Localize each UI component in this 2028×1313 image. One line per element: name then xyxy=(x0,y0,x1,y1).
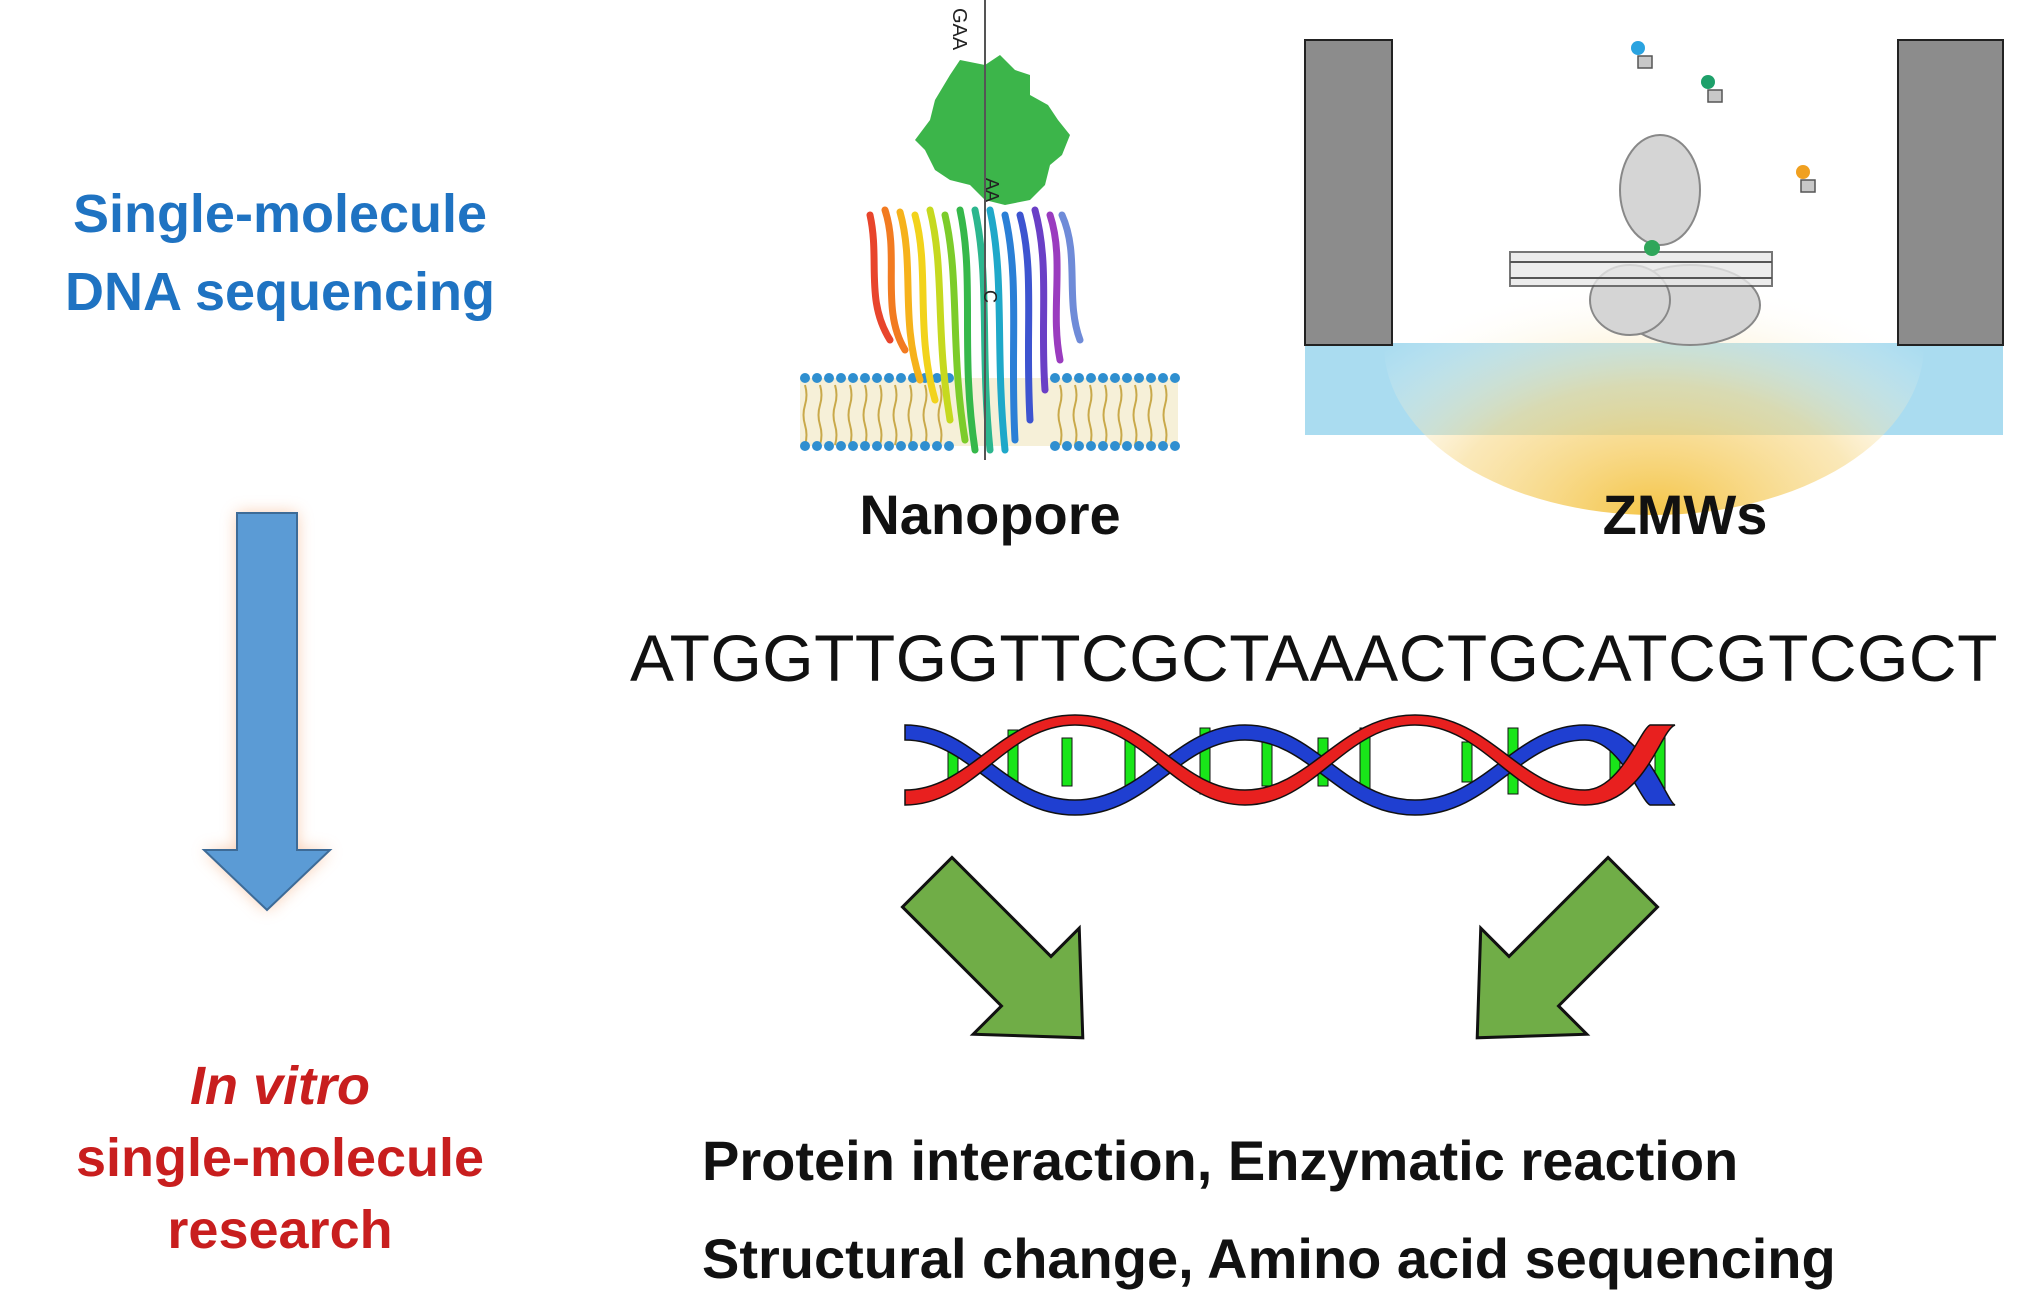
dna-sequence: ATGGTTGGTTCGCTAAACTGCATCGTCGCT xyxy=(630,621,1998,695)
applications-line-2: Structural change, Amino acid sequencing xyxy=(702,1227,1836,1290)
green-arrow-left-icon xyxy=(900,855,1085,1040)
green-arrow-right-icon xyxy=(1475,855,1660,1040)
pore-protein xyxy=(866,206,1084,454)
nucleotides xyxy=(1631,41,1816,193)
motor-protein xyxy=(915,55,1070,205)
title-line-1: Single-molecule xyxy=(72,184,488,244)
subtitle-line-1: In vitro xyxy=(189,1056,370,1116)
subtitle-line-3: research xyxy=(167,1200,393,1260)
dna-ladder xyxy=(1509,251,1773,287)
title-line-2: DNA sequencing xyxy=(64,262,496,322)
nanopore-label: Nanopore xyxy=(859,483,1121,546)
down-arrow-icon xyxy=(201,512,333,912)
zmw-wall-left xyxy=(1304,39,1393,346)
applications-line-1: Protein interaction, Enzymatic reaction xyxy=(702,1129,1739,1192)
zmw-wall-right xyxy=(1897,39,2004,346)
helix-red-strand xyxy=(904,714,1676,806)
zmw-label: ZMWs xyxy=(1602,483,1768,546)
subtitle-line-2: single-molecule xyxy=(75,1128,485,1188)
